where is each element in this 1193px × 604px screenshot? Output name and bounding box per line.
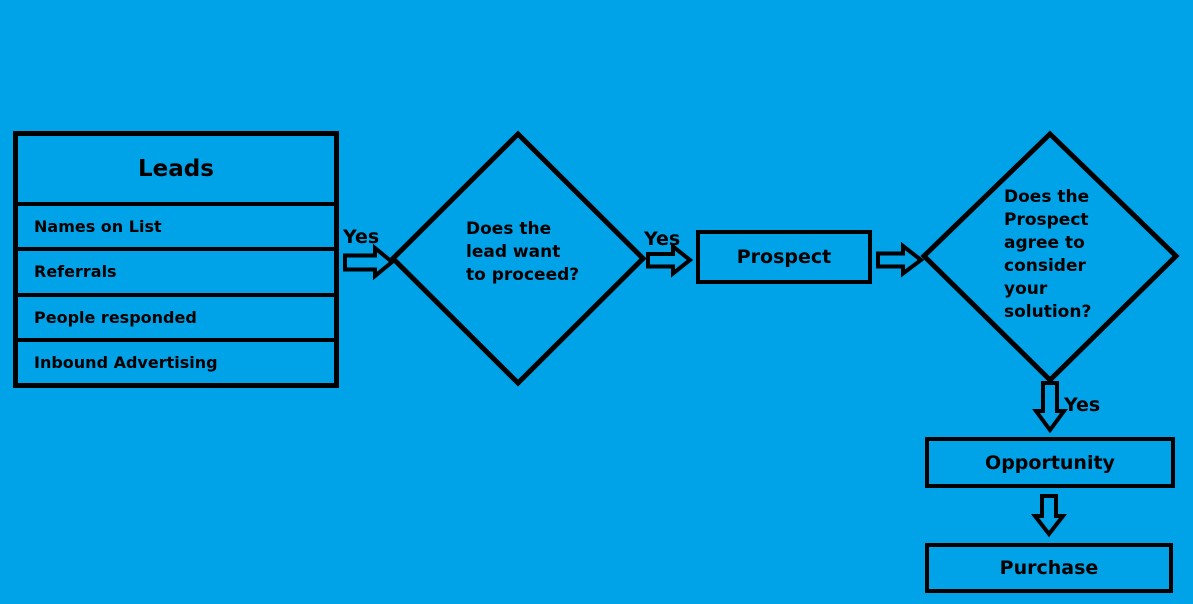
purchase-node: Purchase (925, 543, 1173, 593)
prospect-node-label: Prospect (736, 246, 832, 268)
opportunity-node-label: Opportunity (985, 451, 1115, 474)
arrow-decision2-to-opportunity (1032, 381, 1068, 434)
edge-label-yes-1: Yes (343, 226, 380, 248)
arrow-leads-to-decision1 (343, 243, 396, 281)
arrow-prospect-to-decision2 (876, 241, 925, 278)
arrow-decision1-to-prospect (646, 242, 694, 278)
leads-table-title: Leads (18, 136, 334, 206)
opportunity-node: Opportunity (925, 437, 1175, 488)
decision2-diamond (920, 130, 1180, 384)
prospect-node: Prospect (696, 230, 872, 284)
decision2-question: Does the Prospect agree to consider your… (1004, 187, 1092, 322)
edge-label-yes-2: Yes (644, 228, 681, 250)
arrow-opportunity-to-purchase (1030, 494, 1068, 538)
leads-row-referrals: Referrals (18, 251, 334, 297)
leads-row-names-on-list: Names on List (18, 206, 334, 252)
purchase-node-label: Purchase (999, 557, 1099, 579)
leads-row-people-responded: People responded (18, 297, 334, 342)
leads-table: Leads Names on List Referrals People res… (13, 131, 339, 388)
decision1-question: Does the lead want to proceed? (466, 219, 580, 285)
decision1-diamond (389, 130, 647, 387)
leads-row-inbound-advertising: Inbound Advertising (34, 352, 218, 372)
edge-label-yes-3: Yes (1064, 394, 1101, 416)
